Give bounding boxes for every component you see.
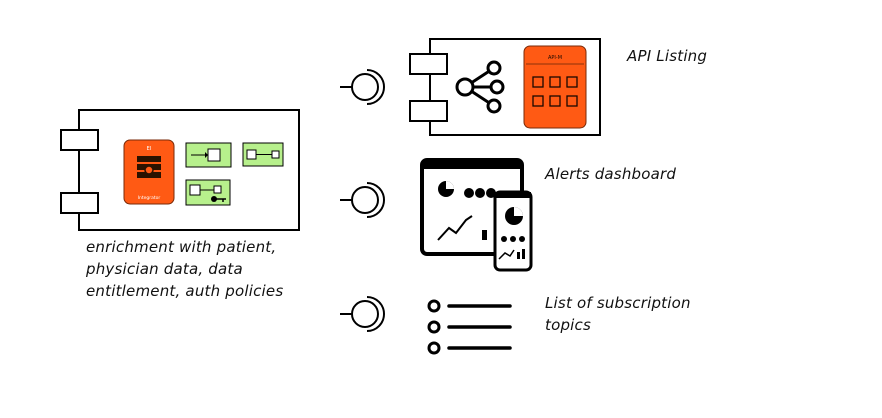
api-listing-label: API Listing [627,47,708,65]
integrator-badge-subtitle: Integrator [138,195,161,201]
interface-dashboard [340,182,385,218]
component-port-top [409,53,448,75]
interface-subscriptions [340,296,385,332]
api-manager-badge: API-M [523,45,587,129]
key-icon [211,196,226,202]
server-icon [137,156,161,178]
api-tiles-grid-icon [532,76,578,107]
integrator-badge-title: EI [147,146,152,152]
integrator-component: EI Integrator [60,109,300,231]
list-icon [427,299,512,355]
mediator-block-1 [185,142,232,168]
component-port-bottom [409,100,448,122]
integrator-badge: EI Integrator [123,139,175,205]
api-manager-component: API-M [409,38,601,136]
phone-icon [493,190,533,272]
alerts-dashboard-label: Alerts dashboard [545,165,677,183]
dashboard-icon [420,158,533,272]
component-port-bottom [60,192,99,214]
mediator-block-3 [185,179,231,206]
component-port-top [60,129,99,151]
api-manager-badge-title: API-M [548,55,562,61]
interface-api [340,69,385,105]
share-icon [455,60,505,114]
mediator-block-2 [242,142,284,167]
subscription-topics-label: List of subscription topics [545,294,691,334]
integrator-caption: enrichment with patient, physician data,… [86,238,284,300]
